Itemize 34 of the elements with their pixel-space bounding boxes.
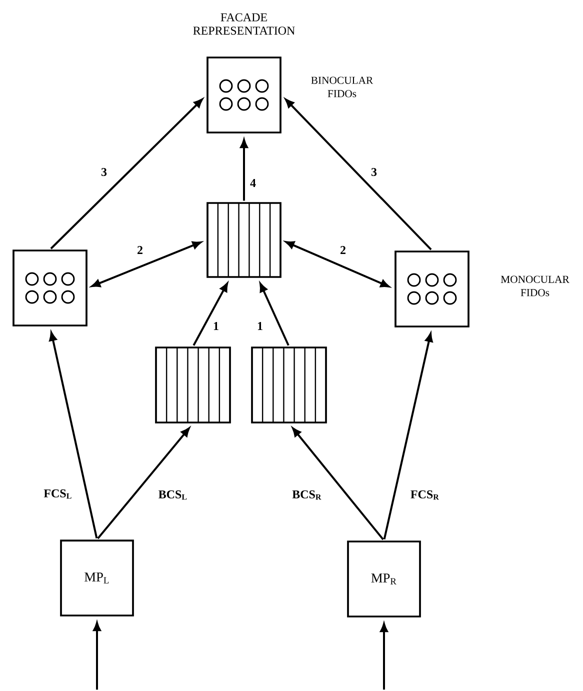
edge-label: BCS$_{R}$ bbox=[290, 489, 324, 501]
arrow bbox=[50, 98, 203, 250]
edge-label: 3 bbox=[370, 166, 378, 178]
edge-label: 2 bbox=[338, 244, 348, 256]
edge-label: FCS$_{R}$ bbox=[409, 489, 441, 501]
process-box: MP$_{L}$ bbox=[60, 540, 134, 616]
edge-label: 1 bbox=[212, 320, 220, 332]
side-label: MONOCULAR FIDOs bbox=[500, 276, 570, 296]
arrow bbox=[292, 428, 384, 540]
side-label: BINOCULAR FIDOs bbox=[311, 76, 374, 98]
striped-box bbox=[206, 202, 282, 278]
edge-label: 1 bbox=[256, 320, 264, 332]
arrow bbox=[285, 241, 390, 288]
arrow bbox=[91, 241, 202, 288]
process-box: MP$_{R}$ bbox=[347, 540, 421, 618]
edge-label: FCS$_{L}$ bbox=[42, 488, 74, 500]
arrow bbox=[49, 332, 98, 538]
arrow bbox=[240, 139, 248, 201]
circle-grid-box bbox=[394, 250, 470, 328]
edge-label: 3 bbox=[100, 166, 108, 178]
edge-label: 2 bbox=[136, 244, 144, 256]
arrow bbox=[192, 282, 228, 346]
arrow bbox=[285, 98, 432, 250]
edge-label: 4 bbox=[248, 178, 258, 188]
arrow bbox=[260, 283, 290, 346]
node-heading: FACADE REPRESENTATION bbox=[193, 13, 295, 35]
edge-label: BCS$_{L}$ bbox=[157, 489, 189, 501]
arrow bbox=[380, 623, 388, 690]
arrow bbox=[97, 428, 190, 540]
striped-box bbox=[155, 346, 231, 424]
arrow bbox=[93, 622, 101, 690]
striped-box bbox=[251, 346, 327, 424]
circle-grid-box bbox=[12, 250, 88, 326]
arrow bbox=[383, 332, 433, 540]
